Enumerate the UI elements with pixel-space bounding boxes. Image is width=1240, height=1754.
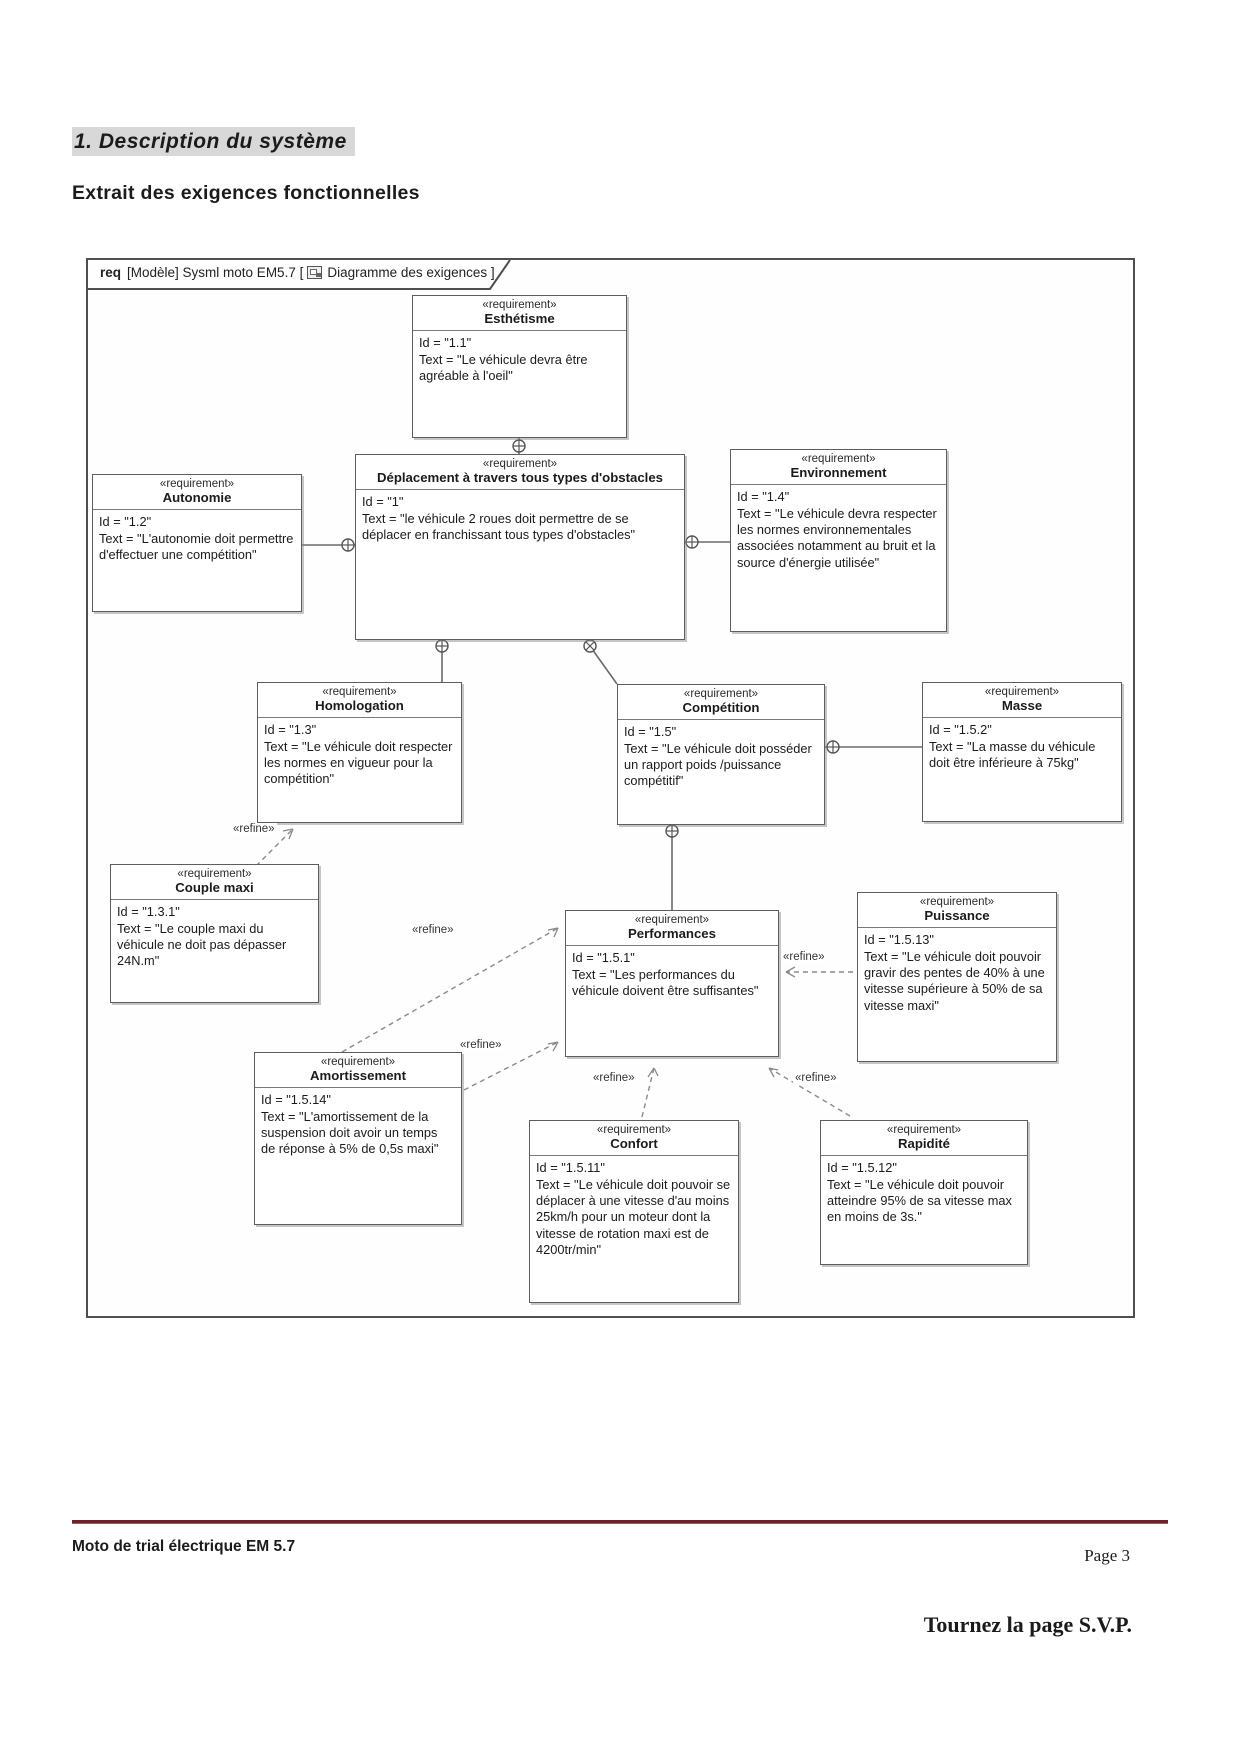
requirement-box-environnement: «requirement»Environnement Id = "1.4"Tex… [730,449,947,632]
requirement-name: Autonomie [162,490,232,505]
requirement-id: Id = "1.5.12" [827,1160,897,1176]
requirement-text: Text = "Le véhicule doit pouvoir se dépl… [536,1176,731,1258]
refine-label: «refine» [781,951,827,963]
requirement-name: Amortissement [309,1068,406,1083]
requirement-name: Confort [610,1136,658,1151]
refine-label: «refine» [793,1072,839,1084]
requirement-name: Homologation [315,698,404,713]
subheading: Extrait des exigences fonctionnelles [72,182,420,204]
stereotype-label: «requirement» [634,914,710,926]
requirement-text: Text = "Le couple maxi du véhicule ne do… [117,920,287,969]
frame-model-label: [Modèle] Sysml moto EM5.7 [ [127,265,304,280]
stereotype-label: «requirement» [322,686,397,698]
requirement-text: Text = "Le véhicule doit posséder un rap… [624,740,812,789]
refine-label: «refine» [458,1039,504,1051]
requirement-text: Text = "Le véhicule doit respecter les n… [264,738,453,787]
stereotype-label: «requirement» [159,478,235,490]
turn-page-note: Tournez la page S.V.P. [923,1612,1132,1637]
requirement-text: Text = "le véhicule 2 roues doit permett… [362,510,636,542]
containment-symbol [435,639,449,653]
refine-label: «refine» [410,924,456,936]
stereotype-label: «requirement» [919,896,995,908]
frame-diagram-label: Diagramme des exigences ] [327,265,495,280]
requirement-id: Id = "1.5.11" [536,1160,605,1176]
footer-page-number: Page 3 [1084,1546,1130,1565]
requirement-name: Couple maxi [175,880,254,895]
requirement-name: Déplacement à travers tous types d'obsta… [376,470,664,485]
requirement-text: Text = "Les performances du véhicule doi… [572,966,759,998]
requirement-id: Id = "1.5.14" [261,1092,331,1108]
frame-keyword: req [100,265,122,280]
requirement-box-rapidite: «requirement»Rapidité Id = "1.5.12"Text … [820,1120,1028,1265]
requirement-box-amortissement: «requirement»Amortissement Id = "1.5.14"… [254,1052,462,1225]
requirement-box-competition: «requirement»Compétition Id = "1.5"Text … [617,684,825,825]
requirement-id: Id = "1" [362,494,404,510]
requirement-text: Text = "L'autonomie doit permettre d'eff… [99,530,294,562]
stereotype-label: «requirement» [886,1124,962,1136]
stereotype-label: «requirement» [177,868,252,880]
requirement-name: Compétition [682,700,760,715]
requirement-id: Id = "1.3.1" [117,904,180,920]
stereotype-label: «requirement» [984,686,1060,698]
requirements-diagram-frame: req [Modèle] Sysml moto EM5.7 [ Diagramme … [86,258,1135,1318]
stereotype-label: «requirement» [596,1124,672,1136]
requirement-text: Text = "Le véhicule doit pouvoir atteind… [827,1176,1012,1225]
requirement-box-puissance: «requirement»Puissance Id = "1.5.13"Text… [857,892,1057,1062]
requirement-box-couple-maxi: «requirement»Couple maxi Id = "1.3.1"Tex… [110,864,319,1003]
containment-symbol [341,538,355,552]
requirement-id: Id = "1.3" [264,722,317,738]
requirement-box-performances: «requirement»Performances Id = "1.5.1"Te… [565,910,779,1057]
containment-symbol [826,740,840,754]
requirement-name: Performances [628,926,716,941]
stereotype-label: «requirement» [320,1056,396,1068]
containment-symbol [512,439,526,453]
requirement-text: Text = "Le véhicule devra être agréable … [419,351,588,383]
requirement-box-deplacement: «requirement»Déplacement à travers tous … [355,454,685,640]
containment-symbol [665,824,679,838]
requirement-box-masse: «requirement»Masse Id = "1.5.2"Text = "L… [922,682,1122,822]
requirement-text: Text = "Le véhicule doit pouvoir gravir … [864,948,1045,1013]
containment-symbol [583,639,597,653]
requirement-name: Masse [1001,698,1043,713]
requirement-id: Id = "1.4" [737,489,790,505]
footer-rule [72,1520,1168,1524]
requirement-id: Id = "1.5" [624,724,677,740]
requirement-name: Puissance [924,908,990,923]
frame-tab: req [Modèle] Sysml moto EM5.7 [ Diagramme … [88,260,508,289]
requirement-id: Id = "1.5.2" [929,722,992,738]
requirement-id: Id = "1.5.1" [572,950,635,966]
requirement-text: Text = "Le véhicule devra respecter les … [737,505,937,570]
requirement-text: Text = "La masse du véhicule doit être i… [929,738,1096,770]
refine-label: «refine» [591,1072,637,1084]
requirement-id: Id = "1.1" [419,335,472,351]
requirement-name: Rapidité [897,1136,951,1151]
diagram-icon [307,266,323,279]
refine-label: «refine» [231,823,277,835]
requirement-text: Text = "L'amortissement de la suspension… [261,1108,439,1157]
stereotype-label: «requirement» [801,453,876,465]
requirement-id: Id = "1.5.13" [864,932,934,948]
requirement-id: Id = "1.2" [99,514,152,530]
requirement-box-esthetisme: «requirement»Esthétisme Id = "1.1"Text =… [412,295,627,438]
containment-symbol [685,535,699,549]
requirement-box-autonomie: «requirement»Autonomie Id = "1.2"Text = … [92,474,302,612]
stereotype-label: «requirement» [683,688,759,700]
requirement-box-confort: «requirement»Confort Id = "1.5.11"Text =… [529,1120,739,1303]
requirement-name: Environnement [790,465,887,480]
requirement-box-homologation: «requirement»Homologation Id = "1.3"Text… [257,682,462,823]
stereotype-label: «requirement» [482,299,557,311]
requirement-name: Esthétisme [484,311,555,326]
section-heading: 1. Description du système [72,127,355,156]
stereotype-label: «requirement» [482,458,558,470]
footer-doc-title: Moto de trial électrique EM 5.7 [72,1538,296,1555]
